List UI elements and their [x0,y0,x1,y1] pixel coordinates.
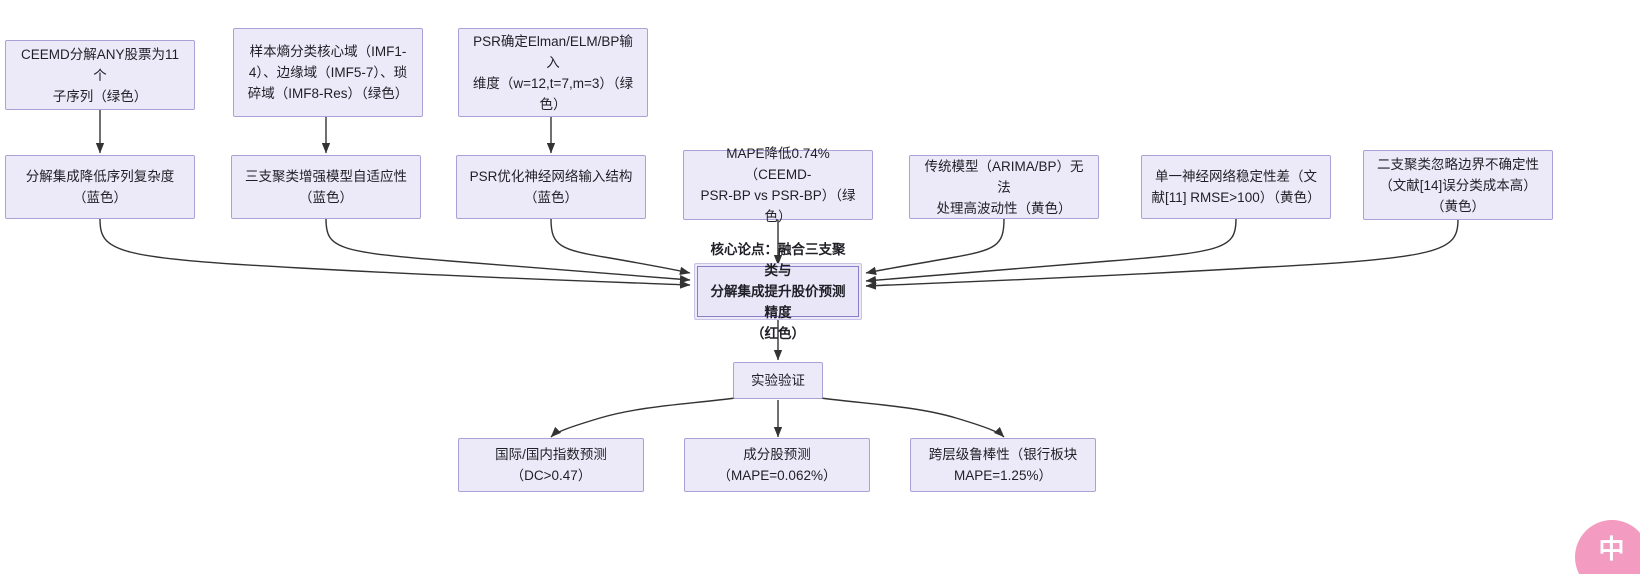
node-two-way-clustering-limitation[interactable]: 二支聚类忽略边界不确定性 （文献[14]误分类成本高） （黄色） [1363,150,1553,220]
node-sample-entropy-classification[interactable]: 样本熵分类核心域（IMF1- 4）、边缘域（IMF5-7）、琐 碎域（IMF8-… [233,28,423,117]
edge-singlenn-to-core [865,218,1237,285]
node-label: 核心论点：融合三支聚类与 分解集成提升股价预测精度 （红色） [710,242,846,341]
node-single-nn-instability[interactable]: 单一神经网络稳定性差（文 献[11] RMSE>100）（黄色） [1141,155,1331,219]
node-label: 实验验证 [751,373,805,388]
node-psr-input-dimension[interactable]: PSR确定Elman/ELM/BP输入 维度（w=12,t=7,m=3）（绿 色… [458,28,648,117]
node-label: 成分股预测 （MAPE=0.062%） [717,447,837,483]
edge-traditional-to-core [865,218,1005,275]
node-index-forecast-result[interactable]: 国际/国内指数预测 （DC>0.47） [458,438,644,492]
node-label: 跨层级鲁棒性（银行板块 MAPE=1.25%） [928,447,1078,483]
node-label: CEEMD分解ANY股票为11个 子序列（绿色） [20,46,180,104]
node-label: 分解集成降低序列复杂度 （蓝色） [25,169,175,205]
watermark-badge: 中 [1575,520,1640,574]
node-experiment-validation[interactable]: 实验验证 [733,362,823,399]
edge-twoway-to-core [865,218,1459,290]
node-label: 二支聚类忽略边界不确定性 （文献[14]误分类成本高） （黄色） [1377,156,1539,214]
node-label: MAPE降低0.74%（CEEMD- PSR-BP vs PSR-BP）（绿 色… [700,146,856,224]
watermark-glyph: 中 [1598,534,1626,564]
node-cross-level-robustness-result[interactable]: 跨层级鲁棒性（银行板块 MAPE=1.25%） [910,438,1096,492]
edge-validation-to-robust [820,397,1005,438]
node-label: 三支聚类增强模型自适应性 （蓝色） [245,169,407,205]
node-mape-improvement-evidence[interactable]: MAPE降低0.74%（CEEMD- PSR-BP vs PSR-BP）（绿 色… [683,146,873,224]
node-label: 国际/国内指数预测 （DC>0.47） [495,447,607,483]
node-label: 单一神经网络稳定性差（文 献[11] RMSE>100）（黄色） [1151,169,1321,205]
node-ceemd-decomposition[interactable]: CEEMD分解ANY股票为11个 子序列（绿色） [5,40,195,110]
node-label: PSR确定Elman/ELM/BP输入 维度（w=12,t=7,m=3）（绿 色… [472,33,634,112]
node-constituent-forecast-result[interactable]: 成分股预测 （MAPE=0.062%） [684,438,870,492]
node-three-way-clustering-adaptivity[interactable]: 三支聚类增强模型自适应性 （蓝色） [231,155,421,219]
edge-threeway-to-core [325,218,691,284]
edge-psrbenefit-to-core [550,218,691,275]
node-core-claim[interactable]: 核心论点：融合三支聚类与 分解集成提升股价预测精度 （红色） [694,242,862,341]
node-decomposition-reduces-complexity[interactable]: 分解集成降低序列复杂度 （蓝色） [5,155,195,219]
edge-decomp-to-core [99,218,691,289]
node-label: 样本熵分类核心域（IMF1- 4）、边缘域（IMF5-7）、琐 碎域（IMF8-… [247,44,409,101]
node-psr-optimizes-nn-input[interactable]: PSR优化神经网络输入结构 （蓝色） [456,155,646,219]
node-traditional-model-limitation[interactable]: 传统模型（ARIMA/BP）无法 处理高波动性（黄色） [909,155,1099,219]
node-label: 传统模型（ARIMA/BP）无法 处理高波动性（黄色） [924,158,1084,216]
node-label: PSR优化神经网络输入结构 （蓝色） [469,169,633,205]
edge-validation-to-index [550,397,736,438]
